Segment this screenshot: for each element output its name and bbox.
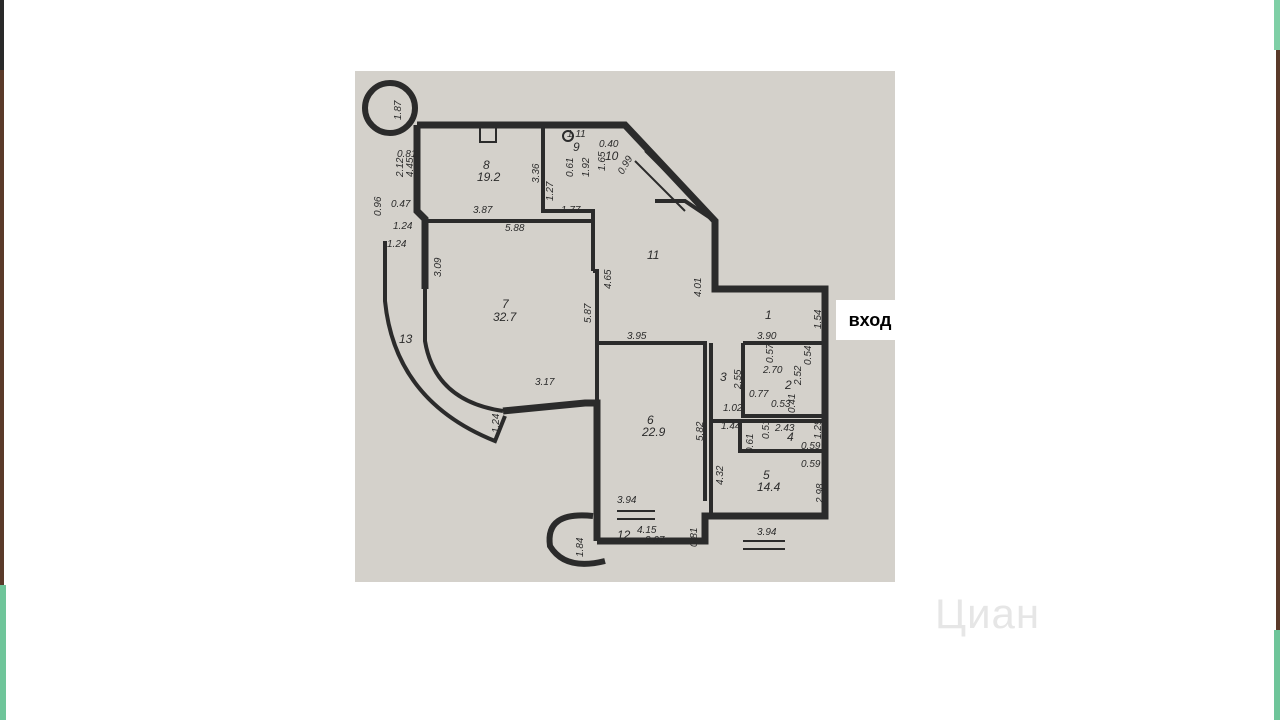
dimension-label: 1.29 (813, 419, 824, 439)
dimension-label: 0.54 (803, 345, 814, 365)
bay-top-left (362, 80, 418, 136)
dimension-label: 2.55 (733, 369, 744, 390)
dimension-label: 0.59 (801, 441, 821, 452)
wall-south-left (502, 399, 601, 541)
watermark-logo: Циан (935, 590, 1041, 637)
dimension-label: 0.81 (689, 528, 700, 547)
window-kitchen (634, 150, 696, 212)
dimension-label: 3.95 (627, 331, 647, 342)
dimension-label: 1.54 (813, 309, 824, 329)
stove-icon (479, 125, 497, 143)
dimension-label: 0.53 (771, 399, 791, 410)
left-edge-dark (0, 0, 4, 70)
room-number: 13 (399, 332, 413, 346)
dimension-label: 3.90 (757, 331, 777, 342)
dimension-label: 0.99 (616, 154, 635, 177)
dimension-label: 1.84 (575, 537, 586, 557)
dimension-label: 0.40 (599, 139, 619, 150)
dimension-label: 1.02 (723, 403, 743, 414)
dimension-label: 4.45 (405, 157, 416, 177)
dimension-label: 1.11 (567, 129, 586, 140)
dimension-label: 1.77 (561, 205, 581, 216)
floor-plan[interactable]: 1 2 3 4 5 14.4 6 22.9 7 32.7 8 19.2 9 10… (355, 71, 895, 582)
dimension-label: 3.36 (531, 163, 542, 183)
left-edge-photo (0, 70, 4, 585)
dimension-label: 0.61 (565, 158, 576, 177)
dimension-label: 1.27 (545, 181, 556, 201)
right-edge-green (1274, 630, 1280, 720)
dimension-label: 3.07 (645, 535, 665, 546)
dimension-label: 1.87 (393, 100, 404, 120)
dimension-label: 1.44 (721, 421, 741, 432)
dimension-label: 4.32 (715, 465, 726, 485)
room-number: 3 (720, 370, 727, 384)
dimension-label: 4.01 (693, 278, 704, 297)
dimension-label: 4.15 (637, 525, 657, 536)
room-area: 32.7 (493, 310, 518, 324)
dimension-label: 1.24 (393, 221, 413, 232)
room-number: 12 (617, 528, 631, 542)
dimension-label: 0.47 (391, 199, 411, 210)
bay-bottom-left (546, 512, 606, 567)
dimension-label: 0.51 (761, 420, 772, 439)
dimension-label: 2.43 (774, 423, 795, 434)
dimension-label: 3.94 (757, 527, 777, 538)
wall-hall-left (593, 269, 599, 403)
room-number: 1 (765, 308, 772, 322)
dimension-label: 3.94 (617, 495, 637, 506)
dimension-label: 1.65 (597, 151, 608, 171)
dimension-label: 0.77 (749, 389, 769, 400)
wall-balcony-curve (383, 241, 507, 444)
wall-room6-north (597, 341, 707, 501)
room-number: 8 (483, 158, 490, 172)
left-edge-green (0, 585, 6, 720)
window-room6 (617, 510, 655, 520)
dimension-label: 0.57 (765, 343, 776, 363)
wall-room4 (738, 421, 825, 453)
dimension-label: 1.24 (387, 239, 407, 250)
entrance-label: вход (836, 300, 904, 340)
toilet-icon (562, 130, 574, 142)
dimension-label: 4.65 (603, 269, 614, 289)
dimension-label: 3.87 (473, 205, 493, 216)
room-number: 10 (605, 149, 619, 163)
dimension-label: 1.92 (581, 157, 592, 177)
room-number: 9 (573, 140, 580, 154)
dimension-label: 1.24 (491, 413, 502, 433)
wall-room7-arc (423, 289, 504, 413)
wall-west-upper (413, 125, 429, 289)
room-number: 11 (647, 248, 659, 262)
wall-bath-left (541, 125, 595, 221)
right-edge-photo (1276, 50, 1280, 630)
wall-bay-window (655, 199, 717, 223)
room-area: 22.9 (641, 425, 666, 439)
dimension-label: 3.17 (535, 377, 555, 388)
room-number: 5 (763, 468, 770, 482)
dimension-label: 0.96 (373, 196, 384, 216)
dimension-label: 0.61 (745, 434, 756, 453)
dimension-label: 5.87 (583, 303, 594, 323)
room-area: 14.4 (757, 480, 781, 494)
wall-north (417, 121, 829, 545)
dimension-label: 3.09 (433, 257, 444, 277)
dimension-label: 0.41 (787, 394, 798, 413)
room-area: 19.2 (477, 170, 501, 184)
window-room5 (743, 540, 785, 550)
dimension-label: 2.52 (793, 365, 804, 386)
room-number: 6 (647, 413, 654, 427)
dimension-label: 5.88 (505, 223, 525, 234)
floor-plan-drawing: 1 2 3 4 5 14.4 6 22.9 7 32.7 8 19.2 9 10… (362, 80, 829, 567)
dimension-label: 0.81 (397, 149, 416, 160)
room-number: 4 (787, 430, 794, 444)
dimension-label: 2.12 (395, 157, 406, 178)
dimension-label: 2.70 (762, 365, 783, 376)
wall-bath2 (741, 341, 825, 418)
dimension-label: 2.98 (815, 483, 826, 504)
dimension-label: 5.82 (695, 421, 706, 441)
room-number: 2 (784, 378, 792, 392)
room-number: 7 (502, 297, 510, 311)
dimension-label: 0.59 (801, 459, 821, 470)
right-edge-green-top (1274, 0, 1280, 50)
